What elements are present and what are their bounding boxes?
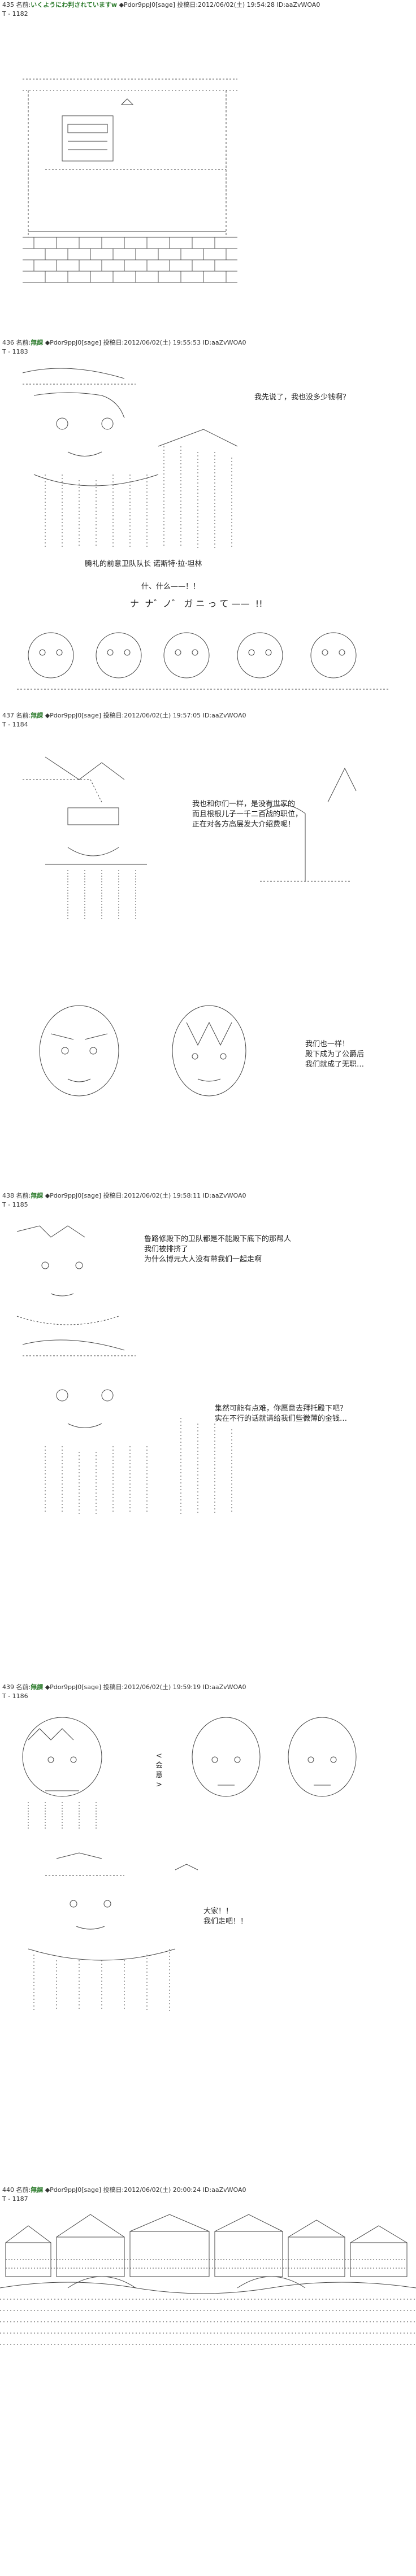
character-art — [22, 368, 238, 548]
speech-line: 集然可能有点难，你愿意去拜托殿下吧？ 实在不行的话就请给我们些微薄的金钱… — [215, 1404, 348, 1423]
post-counter: T - 1182 — [2, 10, 28, 18]
post-header: 438 名前:無課 ◆Pdor9ppJ0[sage] 投稿日:2012/06/0… — [2, 1192, 246, 1199]
post-header: 439 名前:無課 ◆Pdor9ppJ0[sage] 投稿日:2012/06/0… — [2, 1683, 246, 1691]
speech-line: 大家！！ 我们走吧！！ — [203, 1907, 248, 1926]
speech-line: 什、什么——！！ — [141, 582, 201, 591]
post-counter: T - 1185 — [2, 1201, 28, 1208]
speech-line: 我也和你们一样，是没有世家的 而且根根儿子一千二百战的职位， 正在对各方高层发大… — [192, 800, 303, 829]
post-counter: T - 1187 — [2, 2195, 28, 2203]
crowd-art — [17, 632, 390, 690]
speech-line: 我先说了，我也没多少钱啊？ — [254, 393, 350, 402]
speech-line: 我们也一样！ 殿下成为了公爵后 我们就成了无职… — [305, 1040, 365, 1069]
speech-line: < 会 意 > — [155, 1752, 163, 1789]
character-art — [22, 1339, 232, 1514]
town-scene-art — [0, 2214, 416, 2345]
post-header: 436 名前:無課 ◆Pdor9ppJ0[sage] 投稿日:2012/06/0… — [2, 339, 246, 346]
speech-line: 鲁路修殿下的卫队都是不能殿下底下的那帮人 我们被排挤了 为什么博元大人没有带我们… — [144, 1235, 292, 1264]
post-counter: T - 1183 — [2, 348, 28, 355]
post-header: 437 名前:無課 ◆Pdor9ppJ0[sage] 投稿日:2012/06/0… — [2, 712, 246, 719]
character-art — [23, 756, 357, 921]
speech-line: 腾礼的前意卫队队长 诺斯特·拉·坦林 — [85, 560, 202, 568]
post-header: 440 名前:無課 ◆Pdor9ppJ0[sage] 投稿日:2012/06/0… — [2, 2186, 246, 2194]
post-counter: T - 1184 — [2, 721, 28, 728]
speech-line: ナ ナ゛ノ゛ ガ ニ っ て —— !! — [130, 598, 263, 609]
two-characters-art — [39, 1005, 246, 1096]
character-art — [16, 1225, 119, 1325]
character-art — [28, 1852, 198, 2011]
group-art — [22, 1717, 357, 1830]
post-counter: T - 1186 — [2, 1692, 28, 1700]
post-header: 435 名前:いくようにわ判されていますw ◆Pdor9ppJ0[sage] 投… — [2, 1, 320, 8]
castle-wall-art — [23, 79, 237, 283]
